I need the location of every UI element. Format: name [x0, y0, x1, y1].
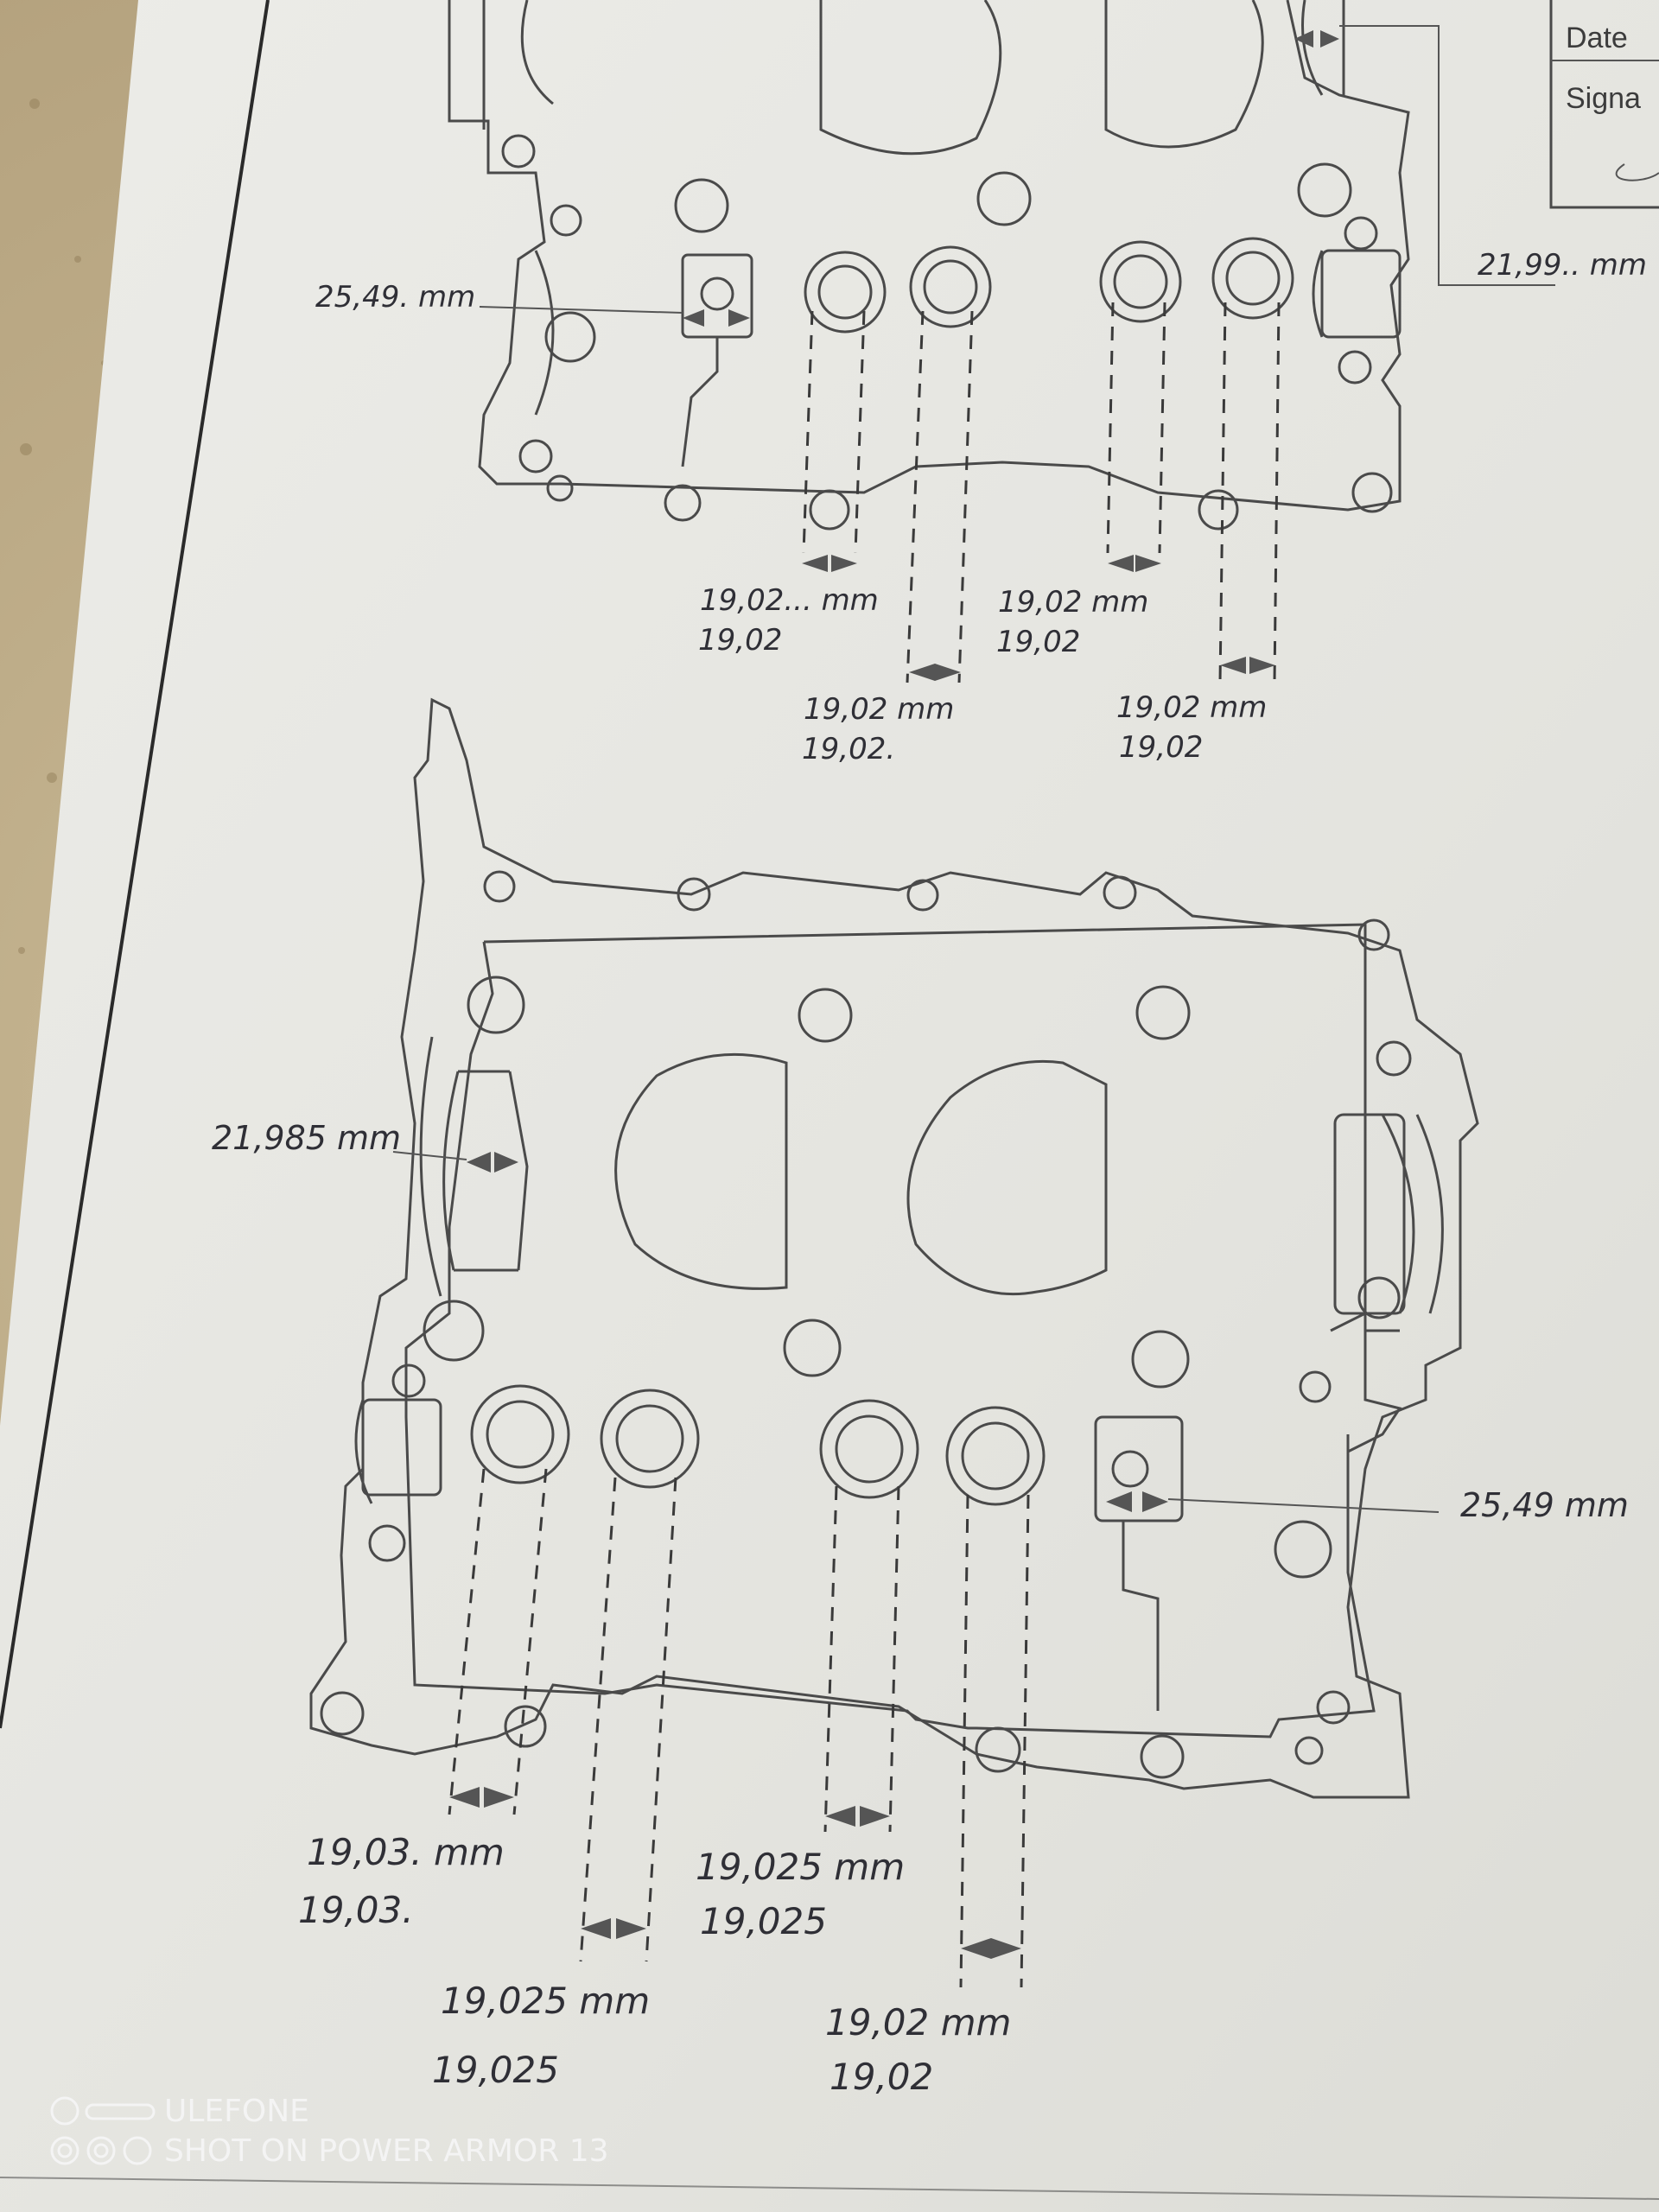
header-box: Date Signa: [1549, 0, 1659, 209]
upper-stud-bores: [804, 237, 1294, 334]
upper-m4-label: 19,02 mm: [804, 692, 954, 727]
upper-m3-label: 19,02 mm: [998, 585, 1148, 620]
lower-m0-label: 21,985 mm: [212, 1119, 401, 1157]
upper-m5-second: 19,02: [1119, 730, 1203, 765]
upper-m3-second: 19,02: [996, 625, 1080, 659]
lower-m4-label: 19,025 mm: [441, 1980, 650, 2022]
upper-m2-second: 19,02: [698, 623, 782, 658]
upper-m2-label: 19,02... mm: [700, 583, 879, 618]
signature-label: Signa: [1566, 82, 1641, 115]
upper-measurement-labels: 25,49. mm 21,99.. mm 19,02... mm 19,02 1…: [315, 248, 1647, 766]
lower-crankcase-drawing: [309, 697, 1479, 1988]
upper-crankcase-drawing: [448, 0, 1555, 683]
signature-scribble: [1615, 163, 1659, 181]
upper-m0-label: 25,49. mm: [315, 280, 475, 315]
lower-measurement-labels: 21,985 mm 25,49 mm 19,03. mm 19,03. 19,0…: [212, 1119, 1629, 2098]
upper-m5-label: 19,02 mm: [1116, 690, 1267, 725]
camera-watermark: ULEFONE SHOT ON POWER ARMOR 13: [50, 2094, 609, 2169]
lower-m4-second: 19,025: [432, 2049, 559, 2091]
watermark-brand: ULEFONE: [164, 2094, 309, 2129]
date-label: Date: [1566, 22, 1628, 54]
lower-m1-label: 25,49 mm: [1460, 1486, 1629, 1524]
page-bottom-line: [0, 2177, 1659, 2200]
lower-m2-second: 19,03.: [298, 1889, 414, 1931]
lower-arrows: [449, 1152, 1168, 1959]
upper-m4-second: 19,02.: [802, 732, 895, 766]
lower-m5-second: 19,02: [830, 2056, 933, 2098]
watermark-lens-icons: [50, 2096, 156, 2165]
upper-arrows: [683, 30, 1339, 681]
page-border-line: [0, 0, 270, 1729]
lower-stud-bores: [470, 1384, 1046, 1506]
lower-m2-label: 19,03. mm: [307, 1831, 505, 1873]
lower-m5-label: 19,02 mm: [825, 2001, 1011, 2044]
upper-m1-label: 21,99.. mm: [1478, 248, 1647, 283]
watermark-model: SHOT ON POWER ARMOR 13: [164, 2133, 609, 2169]
lower-m3-label: 19,025 mm: [696, 1846, 905, 1888]
lower-m3-second: 19,025: [700, 1900, 827, 1942]
lower-pump-seat: [1094, 1415, 1184, 1522]
